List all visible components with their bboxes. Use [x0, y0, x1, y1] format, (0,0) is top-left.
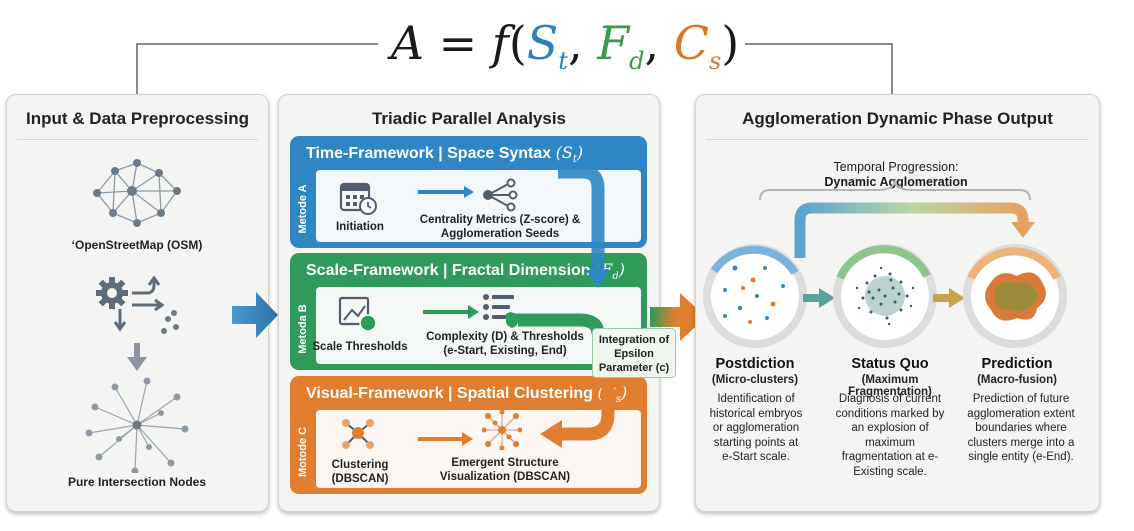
flow-arrow-output — [650, 293, 706, 341]
nodes-label: Pure Intersection Nodes — [67, 475, 207, 489]
phase-description: Prediction of future agglomeration exten… — [967, 393, 1075, 463]
scale-chart-icon — [338, 296, 377, 332]
intersection-nodes-icon — [85, 377, 189, 473]
calendar-icon — [339, 182, 377, 215]
integration-box: Integration of Epsilon Parameter (c) — [592, 328, 676, 378]
phase-subtitle: (Maximum Fragmentation) — [848, 374, 932, 398]
complexity-list-icon — [483, 294, 518, 328]
progression-arc — [759, 180, 1035, 258]
formula: A = f(St, Fd, Cs) — [390, 16, 740, 75]
centrality-tree-icon — [483, 178, 518, 212]
phase-title: Postdiction — [715, 356, 795, 372]
phase-subtitle: (Micro-clusters) — [711, 374, 799, 386]
osm-label: ‘OpenStreetMap (OSM) — [71, 238, 203, 252]
complexity-label: Complexity (D) & Thresholds (e-Start, Ex… — [426, 331, 584, 357]
triadic-panel-title: Triadic Parallel Analysis — [371, 109, 567, 128]
input-panel: Input & Data Preprocessing ‘OpenStreetMa… — [6, 94, 269, 512]
scale-thresholds-label: Scale Thresholds — [312, 341, 408, 353]
phase-description: Diagnosis of current conditions marked b… — [835, 393, 945, 478]
clustering-icon — [342, 419, 374, 449]
input-panel-title: Input & Data Preprocessing — [26, 109, 249, 128]
emergent-structure-label: Emergent Structure Visualization (DBSCAN… — [439, 457, 571, 483]
method-a-header: Time-Framework | Space Syntax (St) — [306, 143, 584, 166]
phase-description: Identification of historical embryos or … — [709, 393, 803, 463]
down-arrow-icon — [127, 343, 147, 371]
triadic-flow-arrows — [418, 165, 615, 448]
flow-arrow-input — [232, 292, 278, 338]
phase-subtitle: (Macro-fusion) — [977, 374, 1057, 386]
phase-title: Status Quo — [851, 356, 929, 372]
centrality-label: Centrality Metrics (Z-score) & Agglomera… — [419, 214, 581, 240]
emergent-structure-icon — [482, 410, 522, 450]
phase-circles — [703, 244, 1067, 348]
gear-processing-icon — [96, 275, 179, 334]
phase-title: Prediction — [981, 356, 1053, 372]
clustering-label: Clustering (DBSCAN) — [331, 459, 389, 485]
output-panel-title: Agglomeration Dynamic Phase Output — [742, 109, 1053, 128]
network-graph-icon — [93, 159, 181, 227]
initiation-label: Initiation — [336, 221, 384, 233]
